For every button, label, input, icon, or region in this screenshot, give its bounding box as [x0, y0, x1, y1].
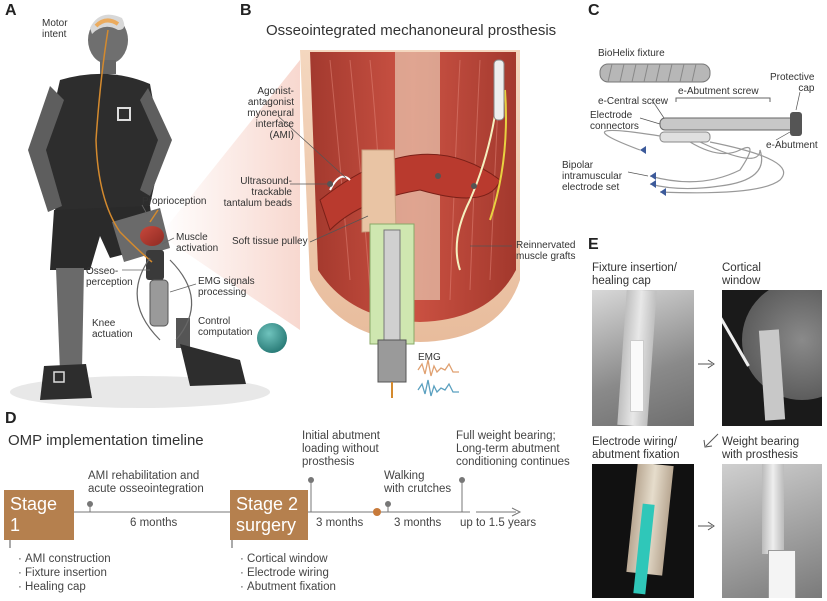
- panel-label-a: A: [5, 2, 17, 19]
- standing-leg: [56, 268, 84, 372]
- label-emg: EMG: [418, 352, 441, 363]
- stage1-item: · Healing cap: [18, 581, 86, 593]
- right-shoe: [180, 344, 246, 386]
- emg-wave-2: [417, 379, 459, 397]
- emg-wave-1: [417, 359, 459, 377]
- lead-1: [329, 175, 351, 191]
- protective-cap: [790, 112, 802, 136]
- shoe-logo: [53, 371, 65, 383]
- stage1-item: · AMI construction: [18, 553, 111, 565]
- bead: [471, 183, 477, 189]
- panel-b-title: Osseointegrated mechanoneural prosthesis: [266, 22, 557, 39]
- marker-walking-dot: [373, 508, 381, 516]
- prosthesis-socket: [146, 250, 164, 280]
- xray-cortical-window: [722, 290, 822, 426]
- label-three-months-b: 3 months: [394, 517, 442, 529]
- focus-beam: [160, 60, 300, 330]
- label-e-abutment: e-Abutment: [766, 140, 818, 151]
- bead: [327, 181, 333, 187]
- panel-label-c: C: [588, 2, 600, 19]
- stage1-items: · AMI construction · Fixture insertion ·…: [18, 552, 111, 594]
- stage2-item: · Abutment fixation: [240, 581, 336, 593]
- neck: [100, 60, 116, 74]
- caption-fixture-insertion: Fixture insertion/healing cap: [592, 262, 678, 287]
- electrode-tips: [640, 146, 666, 196]
- electrode-cable: [493, 59, 505, 121]
- panel-label-e: E: [588, 236, 599, 253]
- stage2-line1: Stage 2: [236, 494, 299, 514]
- stage1-line1: Stage 1: [10, 494, 58, 535]
- stage1-line2: surgery: [10, 536, 71, 556]
- osseo-loop: [136, 257, 161, 341]
- label-central-screw: e-Central screw: [598, 96, 669, 107]
- shirt: [44, 73, 162, 214]
- prosthesis-knee: [149, 279, 169, 327]
- label-osseoperception: Osseo-perception: [86, 266, 133, 288]
- photo-electrode-wiring: [592, 464, 694, 598]
- screw-bracket: [675, 97, 771, 102]
- connector-housing: [659, 131, 711, 143]
- brain-highlight: [94, 18, 120, 28]
- fixture-threads: [607, 63, 697, 83]
- hair: [90, 14, 125, 34]
- stage2-items: · Cortical window · Electrode wiring · A…: [240, 552, 336, 594]
- arrow-diagonal: [705, 433, 719, 447]
- shirt-logo: [117, 107, 131, 121]
- panel-label-d: D: [5, 410, 17, 427]
- nerve-2: [489, 89, 507, 221]
- bead: [435, 173, 441, 179]
- right-arm: [140, 88, 172, 196]
- stage2-item: · Cortical window: [240, 553, 328, 565]
- stage2-item: · Electrode wiring: [240, 567, 329, 579]
- label-abutment-screw: e-Abutment screw: [678, 86, 759, 97]
- stage1-box: Stage 1 surgery: [4, 490, 74, 556]
- label-up-to: up to 1.5 years: [460, 517, 537, 529]
- stage2-line2: surgery: [236, 515, 297, 535]
- timeline-title: OMP implementation timeline: [8, 432, 204, 449]
- soccer-ball: [257, 323, 287, 353]
- timeline-arrowhead: [511, 507, 522, 517]
- label-six-months: 6 months: [130, 517, 178, 529]
- label-biohelix: BioHelix fixture: [598, 48, 665, 59]
- left-shoe: [40, 364, 92, 400]
- xray-weight-bearing: [722, 464, 822, 598]
- left-arm: [28, 86, 64, 212]
- xray-fixture-insertion: [592, 290, 694, 426]
- stage2-box: Stage 2 surgery: [230, 490, 308, 540]
- neural-path: [95, 29, 153, 263]
- label-proprioception: Proprioception: [142, 196, 207, 207]
- residual-muscle: [140, 226, 164, 246]
- panel-label-b: B: [240, 2, 252, 19]
- abutment: [377, 339, 407, 383]
- caption-electrode-wiring: Electrode wiring/abutment fixation: [592, 436, 680, 461]
- stage1-item: · Fixture insertion: [18, 567, 107, 579]
- label-pulley: Soft tissue pulley: [232, 236, 308, 247]
- control-loop: [169, 259, 193, 341]
- electrode-wires: [603, 129, 785, 194]
- label-three-months-a: 3 months: [316, 517, 364, 529]
